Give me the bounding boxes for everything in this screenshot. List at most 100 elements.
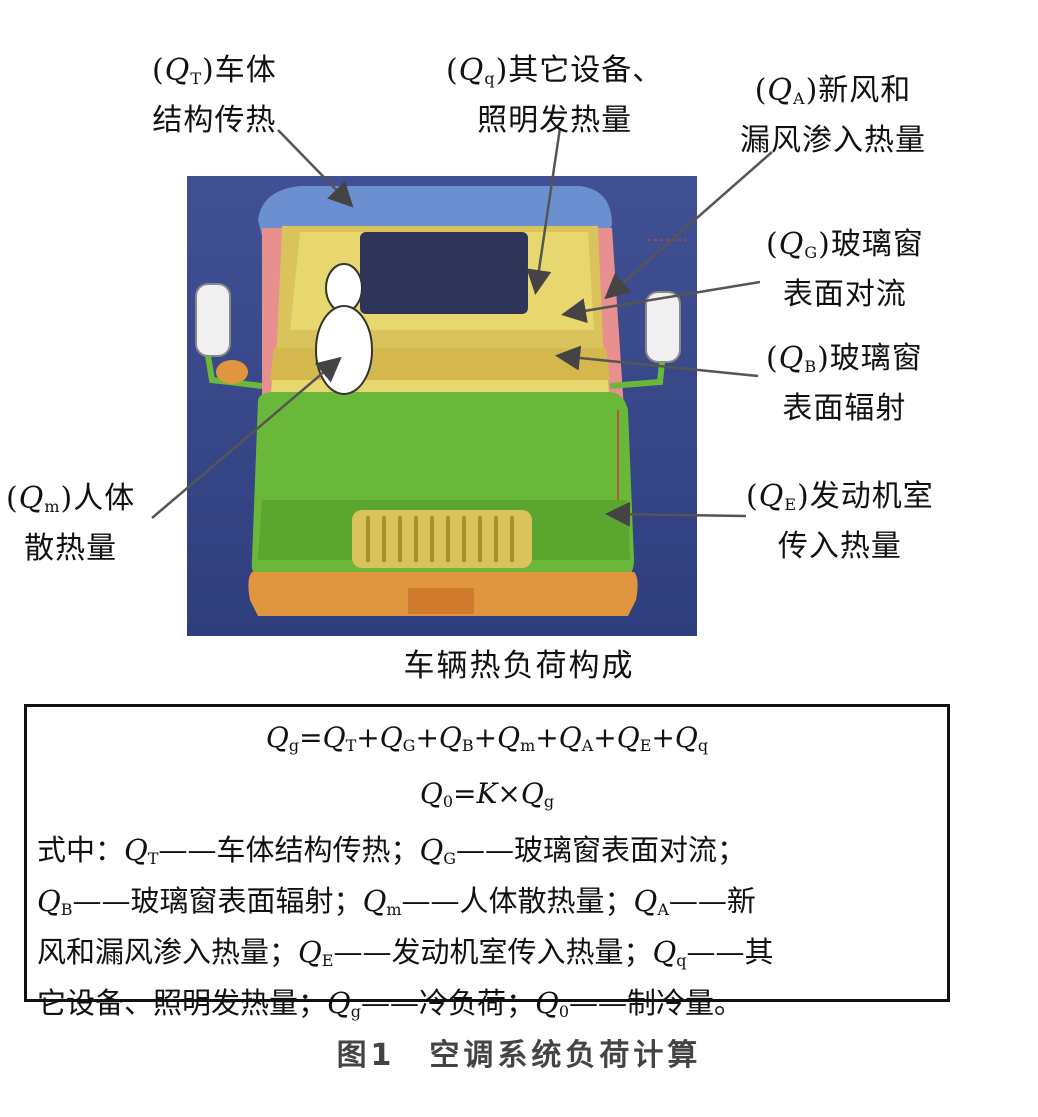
diagram-caption: 车辆热负荷构成 [403,648,635,684]
formula1-op: + [593,721,617,754]
legend-prefix: 式中： [37,833,125,867]
formula1-term: Q [497,721,521,754]
formula-box: Qg=QT+QG+QB+Qm+QA+QE+Qq Q0=K×Qg 式中：QT——车… [24,704,950,1021]
legend-text: 它设备、照明发热量； [37,986,328,1020]
label-QA-line2: 漏风渗入热量 [740,123,926,158]
legend-subscript: g [350,1002,362,1021]
legend-symbol: Q [124,833,148,867]
legend-line: 它设备、照明发热量；Qg——冷负荷；Q0——制冷量。 [37,982,937,1033]
legend-dash: —— [401,884,460,918]
legend-subscript: m [386,900,402,919]
legend-dash: —— [456,833,515,867]
formula-refrigeration: Q0=K×Qg [27,777,947,811]
legend-symbol: Q [327,986,351,1020]
formula2-rhs-sub: g [543,792,555,811]
formula1-term: Q [438,721,462,754]
formula2-rhs: Q [520,777,544,810]
arrow-QB [555,345,759,378]
formula1-term: Q [322,721,346,754]
figure-caption: 图1 空调系统负荷计算 [336,1038,702,1073]
label-QT: (QT)车体 结构传热 [152,50,277,142]
formula1-term-sub: E [639,736,652,755]
formula1-term-sub: q [697,736,709,755]
legend-text: 制冷量。 [627,986,744,1020]
label-QB-symbol: Q [778,341,805,376]
label-QA-subscript: A [793,89,806,108]
formula1-lhs-sub: g [288,736,300,755]
occupant-head [325,263,363,313]
legend-dash: —— [686,935,745,969]
legend-symbol: Q [37,884,61,918]
label-QB: (QB)玻璃窗 表面辐射 [766,338,923,430]
formula2-eq: = [453,777,477,810]
grille [352,510,532,568]
legend-symbol: Q [633,884,658,918]
formula-legend: 式中：QT——车体结构传热；QG——玻璃窗表面对流；QB——玻璃窗表面辐射；Qm… [37,829,937,1033]
label-QB-line1: )玻璃窗 [817,341,923,376]
formula1-term: Q [379,721,403,754]
formula1-op: + [473,721,498,754]
arrow-QA [604,151,773,300]
label-QG-symbol: Q [778,227,805,262]
legend-subscript: q [676,951,687,970]
legend-subscript: E [321,951,334,970]
formula1-op: + [356,721,380,754]
legend-subscript: T [147,849,159,868]
label-QA-line1: )新风和 [805,73,912,108]
formula1-op: + [535,721,559,754]
label-Qq-subscript: q [484,69,496,88]
right-mirror [645,291,681,363]
formula1-eq: = [299,721,323,754]
legend-subscript: A [657,900,669,919]
legend-text: 玻璃窗表面对流； [514,833,747,867]
formula2-lhs: Q [419,777,443,810]
arrow-Qm [151,356,342,519]
arrow-Qq [526,127,562,295]
formula2-times: × [497,777,521,810]
legend-subscript: B [60,900,73,919]
legend-dash: —— [333,935,392,969]
label-QG: (QG)玻璃窗 表面对流 [766,224,924,316]
label-QB-subscript: B [804,357,818,376]
legend-text: 车体结构传热； [216,833,420,867]
legend-dash: —— [158,833,217,867]
legend-line: 风和漏风渗入热量；QE——发动机室传入热量；Qq——其 [37,931,937,982]
label-Qq: (Qq)其它设备、 照明发热量 [446,50,663,142]
rear-window [360,232,528,314]
label-QE-line2: 传入热量 [777,529,902,564]
formula-cooling-load: Qg=QT+QG+QB+Qm+QA+QE+Qq [27,721,947,755]
legend-subscript: G [443,849,457,868]
label-QB-line2: 表面辐射 [782,391,907,426]
label-Qq-symbol: Q [458,53,485,88]
legend-text: 新 [726,884,756,918]
legend-subscript: 0 [558,1002,570,1021]
legend-text: 冷负荷； [419,986,536,1020]
label-QE-line1: )发动机室 [797,479,934,514]
formula1-term-sub: A [581,736,594,755]
formula1-op: + [651,721,675,754]
label-QT-line1: )车体 [202,53,277,88]
label-Qm-line1: )人体 [60,481,136,516]
label-QA: (QA)新风和 漏风渗入热量 [740,70,926,162]
formula1-term-sub: G [402,736,416,755]
legend-line: 式中：QT——车体结构传热；QG——玻璃窗表面对流； [37,829,937,880]
legend-symbol: Q [298,935,322,969]
license-plate [408,588,474,614]
legend-text: 风和漏风渗入热量； [37,935,299,969]
formula2-lhs-sub: 0 [442,792,454,811]
formula1-term-sub: B [461,736,474,755]
label-QE-symbol: Q [758,479,785,514]
label-Qm: (Qm)人体 散热量 [6,478,135,570]
label-QE: (QE)发动机室 传入热量 [746,476,934,568]
formula1-op: + [415,721,439,754]
legend-symbol: Q [652,935,677,969]
legend-line: QB——玻璃窗表面辐射；Qm——人体散热量；QA——新 [37,880,937,931]
legend-dash: —— [668,884,727,918]
legend-text: 发动机室传入热量； [391,935,653,969]
legend-symbol: Q [535,986,559,1020]
occupant-body [315,305,373,395]
label-QG-subscript: G [804,243,819,262]
formula1-term-sub: m [520,736,536,755]
left-mirror [195,283,231,357]
